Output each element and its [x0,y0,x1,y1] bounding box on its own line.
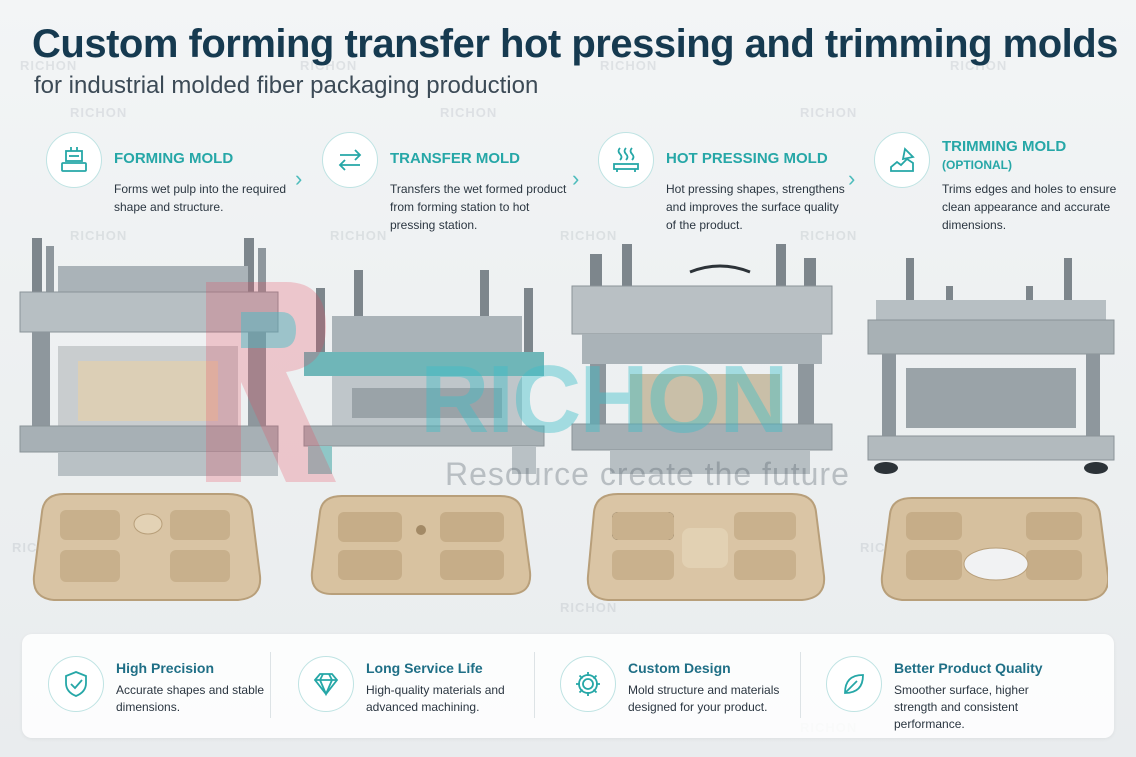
forming-mold-icon [46,132,102,188]
feature-title: High Precision [116,660,215,676]
hot-pressed-pulp-tray [586,493,826,601]
feature-description: Smoother surface, higher strength and co… [894,683,1029,731]
feature-long-service-life: Long Service Life High-quality materials… [298,656,548,716]
page-title: Custom forming transfer hot pressing and… [32,22,1118,66]
step-description: Trims edges and holes to ensure clean ap… [942,182,1117,232]
step-optional-label: (OPTIONAL) [942,158,1012,172]
step-forming-mold: FORMING MOLD Forms wet pulp into the req… [46,132,296,232]
feature-divider [270,652,271,718]
step-transfer-mold: TRANSFER MOLD Transfers the wet formed p… [322,132,572,232]
gear-icon [560,656,616,712]
leaf-icon [826,656,882,712]
trimmed-pulp-tray [880,497,1108,601]
step-description: Hot pressing shapes, strengthens and imp… [666,182,845,232]
step-title: FORMING MOLD [114,150,234,167]
trimming-icon [874,132,930,188]
transfer-arrows-icon [322,132,378,188]
chevron-right-icon: › [848,166,856,191]
formed-pulp-tray [32,493,262,601]
transferred-pulp-tray [310,495,532,595]
features-panel: High Precision Accurate shapes and stabl… [22,634,1114,738]
feature-title: Long Service Life [366,660,483,676]
step-hot-pressing-mold: HOT PRESSING MOLD Hot pressing shapes, s… [598,132,848,232]
richon-logo-mark [206,282,336,482]
feature-description: High-quality materials and advanced mach… [366,683,505,714]
diamond-icon [298,656,354,712]
feature-title: Better Product Quality [894,660,1043,676]
chevron-right-icon: › [572,166,580,191]
feature-custom-design: Custom Design Mold structure and materia… [560,656,810,716]
feature-high-precision: High Precision Accurate shapes and stabl… [48,656,298,716]
trimming-mold-machine [867,258,1115,474]
watermark-text: RICHON [800,105,858,120]
feature-description: Mold structure and materials designed fo… [628,683,780,714]
brand-tagline: Resource create the future [445,456,850,492]
forming-mold-machine [19,238,279,476]
step-description: Transfers the wet formed product from fo… [390,182,567,232]
step-title: TRANSFER MOLD [390,150,520,167]
step-trimming-mold: TRIMMING MOLD (OPTIONAL) Trims edges and… [874,132,1124,232]
feature-divider [534,652,535,718]
page-subtitle: for industrial molded fiber packaging pr… [34,72,539,99]
transfer-mold-machine [303,270,545,474]
feature-description: Accurate shapes and stable dimensions. [116,683,265,714]
step-title: TRIMMING MOLD [942,138,1067,155]
heat-press-icon [598,132,654,188]
watermark-text: RICHON [70,105,128,120]
step-title: HOT PRESSING MOLD [666,150,828,167]
feature-divider [800,652,801,718]
step-description: Forms wet pulp into the required shape a… [114,182,287,214]
feature-better-product-quality: Better Product Quality Smoother surface,… [826,656,1076,731]
brand-watermark: RICHON [420,346,789,453]
hot-pressing-mold-machine [571,244,833,474]
watermark-text: RICHON [440,105,498,120]
feature-title: Custom Design [628,660,731,676]
chevron-right-icon: › [295,166,303,191]
shield-check-icon [48,656,104,712]
